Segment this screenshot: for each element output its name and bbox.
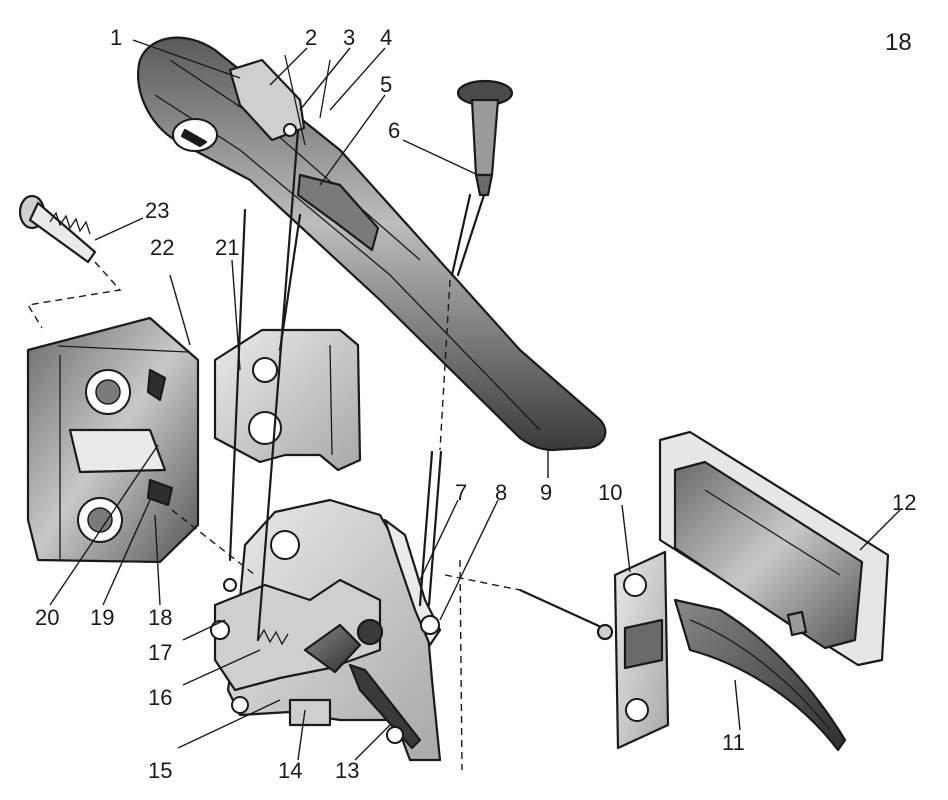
callout-3: 3 — [343, 25, 355, 50]
callout-23: 23 — [145, 198, 169, 223]
callout-8: 8 — [495, 480, 507, 505]
callout-18: 18 — [148, 605, 172, 630]
inner-handle-escutcheon — [658, 430, 890, 667]
callout-9: 9 — [540, 480, 552, 505]
callout-13: 13 — [335, 758, 359, 783]
pin-with-spring — [18, 194, 97, 264]
callout-labels: 18 1 2 3 4 5 6 7 8 9 10 11 12 13 14 15 1… — [35, 25, 916, 783]
callout-12: 12 — [892, 490, 916, 515]
callout-22: 22 — [150, 235, 174, 260]
cover-plate — [213, 328, 362, 472]
callout-10: 10 — [598, 480, 622, 505]
connecting-rods — [228, 128, 443, 642]
lock-button-rod — [450, 79, 514, 277]
callout-16: 16 — [148, 685, 172, 710]
lock-mechanism — [210, 498, 442, 762]
figure-number: 18 — [885, 29, 912, 56]
callout-14: 14 — [278, 758, 302, 783]
callout-17: 17 — [148, 640, 172, 665]
callout-19: 19 — [90, 605, 114, 630]
assembly-lines — [26, 261, 521, 771]
leader-lines — [49, 39, 901, 761]
callout-6: 6 — [388, 118, 400, 143]
callout-7: 7 — [455, 480, 467, 505]
callout-21: 21 — [215, 235, 239, 260]
callout-4: 4 — [380, 25, 392, 50]
callout-11: 11 — [722, 730, 745, 755]
lock-housing-block — [26, 316, 200, 564]
exterior-handle — [137, 36, 607, 452]
callout-15: 15 — [148, 758, 172, 783]
callout-20: 20 — [35, 605, 59, 630]
callout-2: 2 — [305, 25, 317, 50]
inner-door-handle — [518, 550, 847, 752]
callout-1: 1 — [110, 25, 122, 50]
callout-5: 5 — [380, 72, 392, 97]
